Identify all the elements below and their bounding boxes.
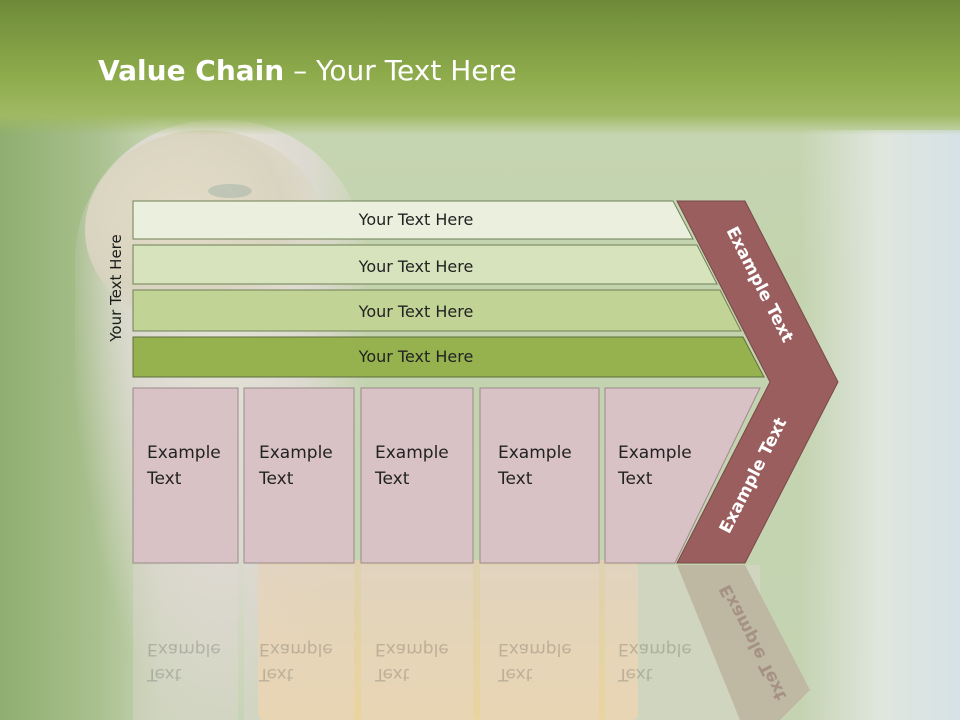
reflection-text-1: Example [147, 639, 221, 659]
reflection-text-4b: Text [497, 664, 533, 684]
box-5-line2: Text [617, 469, 653, 489]
reflection-text-5b: Text [617, 664, 653, 684]
chevron-arrow[interactable] [676, 200, 839, 564]
box-3[interactable] [360, 387, 474, 564]
reflection-box-1 [133, 565, 238, 720]
box-1-line1: Example [147, 443, 221, 463]
box-1-line2: Text [146, 469, 182, 489]
box-4-line2: Text [497, 469, 533, 489]
rows-group: Your Text Here Your Text Here Your Text … [132, 200, 765, 378]
row-4-bar[interactable] [132, 336, 765, 378]
boxes-group: Example Text Example Text Example Text E… [132, 387, 761, 564]
box-4[interactable] [479, 387, 600, 564]
row-3-bar[interactable] [132, 289, 742, 332]
box-2-line2: Text [258, 469, 294, 489]
reflection-text-2b: Text [258, 664, 294, 684]
slide-title[interactable]: Value Chain – Your Text Here [98, 54, 517, 87]
row-1-label: Your Text Here [358, 210, 474, 229]
reflection-box-5 [605, 565, 760, 720]
box-2-line1: Example [259, 443, 333, 463]
reflection-box-3 [361, 565, 473, 720]
background-person-eye [208, 184, 252, 198]
reflection-chevron [677, 565, 810, 720]
slide-title-bold: Value Chain [98, 54, 285, 87]
row-2-label: Your Text Here [358, 257, 474, 276]
row-1-bar[interactable] [132, 200, 694, 240]
reflection-box-4 [480, 565, 599, 720]
row-3-label: Your Text Here [358, 302, 474, 321]
box-5[interactable] [604, 387, 761, 564]
box-3-line1: Example [375, 443, 449, 463]
background-books-photo [258, 560, 638, 720]
reflection-box-2 [244, 565, 354, 720]
row-2-bar[interactable] [132, 244, 718, 285]
box-5-line1: Example [618, 443, 692, 463]
reflection-text-4: Example [498, 639, 572, 659]
reflection-text-2: Example [259, 639, 333, 659]
reflection [133, 565, 810, 720]
title-bar [0, 0, 960, 135]
box-2[interactable] [243, 387, 355, 564]
row-4-label: Your Text Here [358, 347, 474, 366]
slide-title-rest: – Your Text Here [284, 54, 517, 87]
background-building-right [800, 130, 960, 720]
reflection-text-3b: Text [374, 664, 410, 684]
box-1[interactable] [132, 387, 239, 564]
box-4-line1: Example [498, 443, 572, 463]
reflection-text-5: Example [618, 639, 692, 659]
box-3-line2: Text [374, 469, 410, 489]
reflection-text-1b: Text [146, 664, 182, 684]
reflection-text-3: Example [375, 639, 449, 659]
